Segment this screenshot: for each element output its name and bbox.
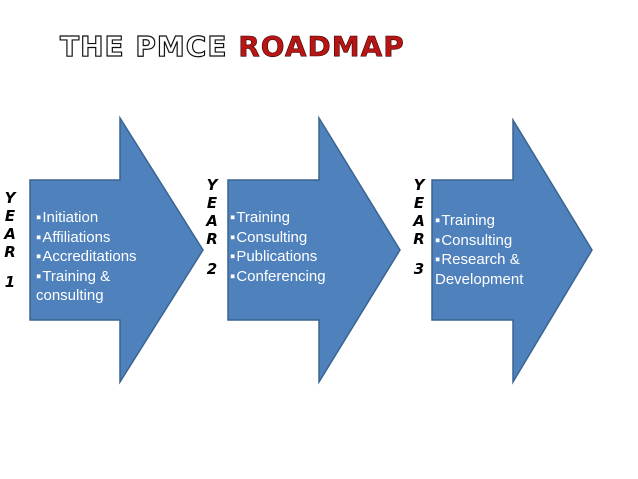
stage-item: Training — [435, 211, 550, 231]
stage-item: Consulting — [230, 228, 360, 248]
year-letter: A — [413, 212, 425, 230]
year-label-1: Y E A R 1 — [1, 189, 19, 291]
year-letter: E — [206, 194, 218, 212]
year-number: 2 — [206, 260, 218, 278]
stage-item: Accreditations — [36, 247, 166, 267]
page-title: THE PMCE ROADMAP — [59, 29, 405, 64]
year-letter: A — [206, 212, 218, 230]
stage-1-items: Initiation Affiliations Accreditations T… — [36, 208, 166, 306]
title-part-1: THE PMCE — [59, 29, 239, 63]
stage-item: Affiliations — [36, 228, 166, 248]
stage-item: Initiation — [36, 208, 166, 228]
year-letter: Y — [206, 176, 218, 194]
year-letter: R — [4, 243, 16, 261]
year-letter: Y — [413, 176, 425, 194]
year-letter: R — [413, 230, 425, 248]
stage-item: Publications — [230, 247, 360, 267]
year-number: 3 — [413, 260, 425, 278]
year-label-2: Y E A R 2 — [203, 176, 221, 278]
year-letter: A — [4, 225, 16, 243]
stage-item: Training & consulting — [36, 267, 136, 306]
stage-item: Consulting — [435, 231, 550, 251]
year-letter: Y — [4, 189, 16, 207]
stage-item: Training — [230, 208, 360, 228]
stage-2-items: Training Consulting Publications Confere… — [230, 208, 360, 286]
year-number: 1 — [4, 273, 16, 291]
year-letter: E — [4, 207, 16, 225]
year-letter: E — [413, 194, 425, 212]
year-label-3: Y E A R 3 — [410, 176, 428, 278]
year-letter: R — [206, 230, 218, 248]
stage-item: Conferencing — [230, 267, 360, 287]
stage-item: Research & Development — [435, 250, 550, 289]
title-part-2: ROADMAP — [238, 30, 405, 64]
stage-3-items: Training Consulting Research & Developme… — [435, 211, 550, 289]
